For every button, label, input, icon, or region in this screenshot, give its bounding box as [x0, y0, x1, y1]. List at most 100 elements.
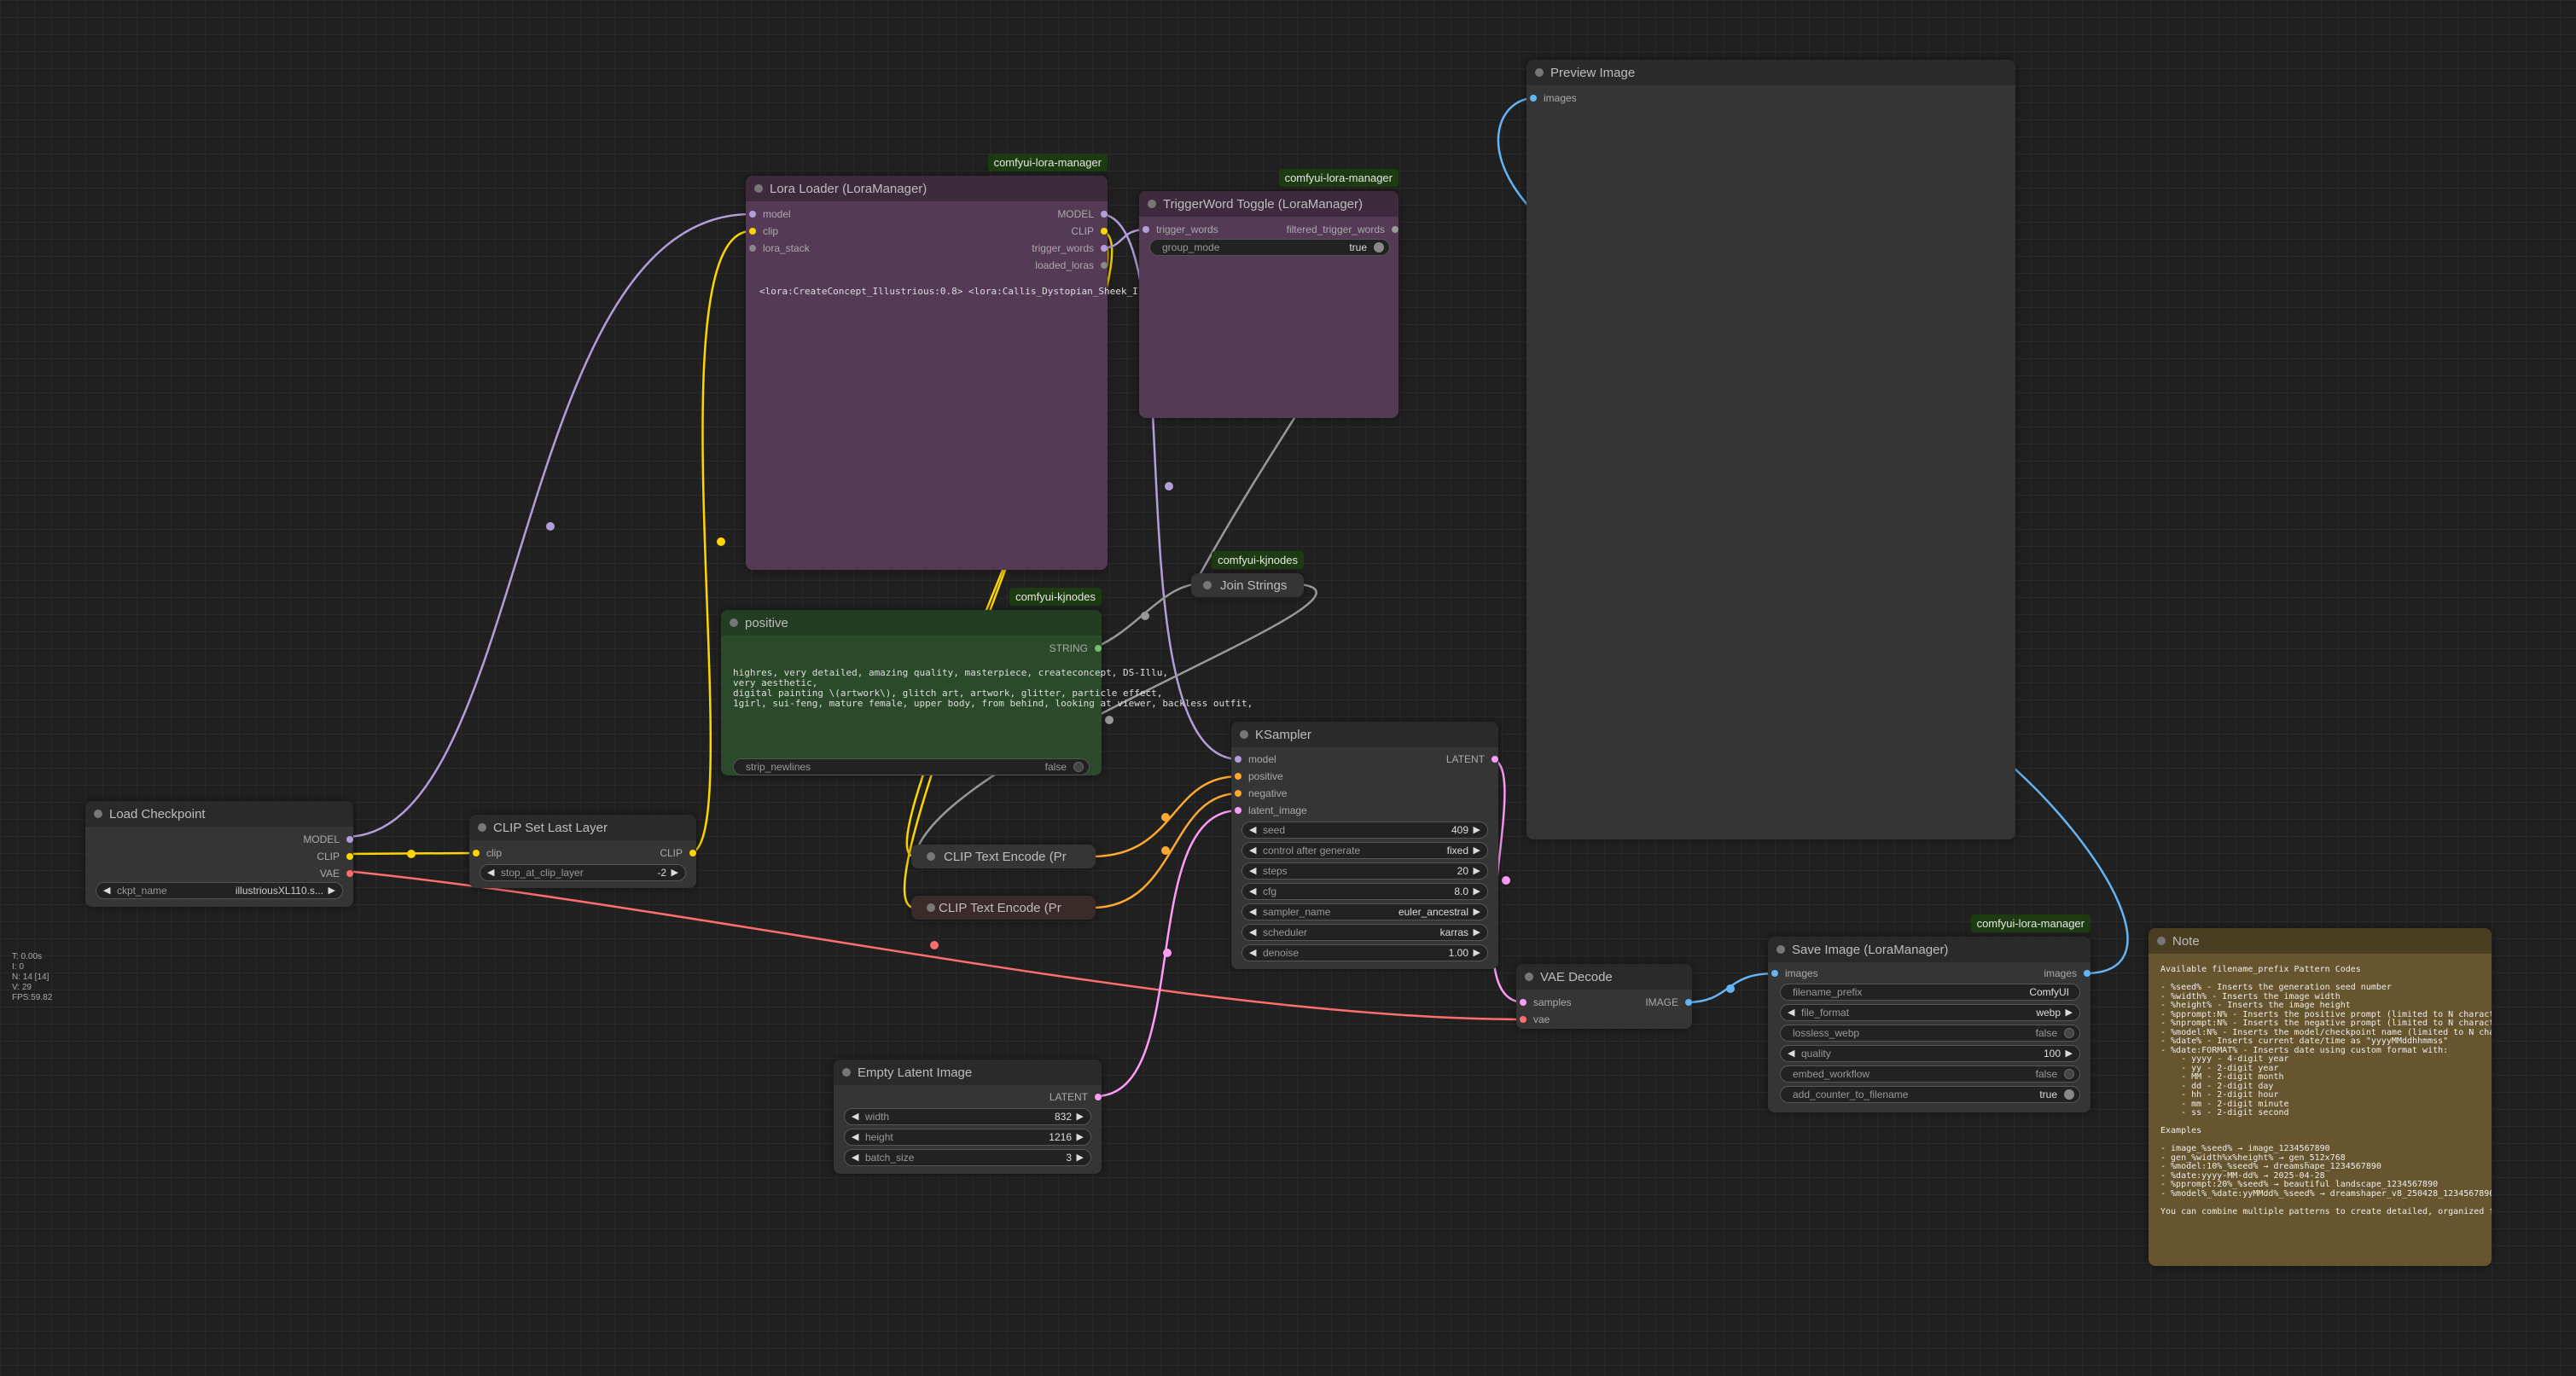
arrow-left-icon[interactable]: ◀ [1249, 845, 1257, 856]
arrow-right-icon[interactable]: ▶ [2065, 1007, 2073, 1018]
image-pin-icon[interactable] [1771, 970, 1778, 977]
output-latent[interactable]: LATENT [1050, 1090, 1102, 1104]
collapse-dot-icon[interactable] [1240, 730, 1248, 739]
collapse-dot-icon[interactable] [754, 184, 763, 193]
image-pin-icon[interactable] [1685, 999, 1692, 1006]
string-pin-icon[interactable] [1392, 226, 1398, 233]
node-header[interactable] [721, 610, 1102, 636]
arrow-left-icon[interactable]: ◀ [1249, 866, 1257, 876]
node-clip-set-last-layer[interactable]: CLIP Set Last Layer clip CLIP ◀ stop_at_… [469, 815, 696, 888]
conditioning-pin-icon[interactable] [1235, 790, 1241, 797]
clip-pin-icon[interactable] [689, 850, 696, 856]
arrow-right-icon[interactable]: ▶ [1473, 948, 1480, 958]
node-lora-loader[interactable]: comfyui-lora-manager Lora Loader (LoraMa… [746, 154, 1229, 570]
collapse-dot-icon[interactable] [730, 618, 738, 627]
toggle-knob-icon[interactable] [1374, 242, 1384, 253]
collapse-dot-icon[interactable] [927, 852, 935, 861]
vae-pin-icon[interactable] [346, 870, 353, 877]
node-clip-text-encode-1[interactable]: CLIP Text Encode (Pr [911, 845, 1096, 868]
arrow-right-icon[interactable]: ▶ [1473, 845, 1480, 856]
output-model[interactable]: MODEL [1057, 207, 1108, 221]
arrow-right-icon[interactable]: ▶ [671, 868, 678, 878]
node-triggerword-toggle[interactable]: comfyui-lora-manager TriggerWord Toggle … [1139, 169, 1398, 418]
node-clip-text-encode-2[interactable]: CLIP Text Encode (Pr [911, 896, 1096, 920]
collapse-dot-icon[interactable] [927, 903, 935, 912]
clip-pin-icon[interactable] [346, 853, 353, 860]
latent-pin-icon[interactable] [1095, 1094, 1102, 1100]
toggle-knob-icon[interactable] [2064, 1028, 2074, 1038]
arrow-left-icon[interactable]: ◀ [1249, 927, 1257, 938]
arrow-right-icon[interactable]: ▶ [1076, 1152, 1084, 1163]
node-header[interactable] [834, 1060, 1102, 1085]
input-images[interactable]: images [1530, 91, 1577, 105]
collapse-dot-icon[interactable] [1148, 200, 1156, 208]
model-pin-icon[interactable] [1235, 756, 1241, 763]
arrow-left-icon[interactable]: ◀ [487, 868, 495, 878]
collapse-dot-icon[interactable] [1525, 972, 1533, 981]
output-clip[interactable]: CLIP [660, 846, 696, 860]
input-trigger-words[interactable]: trigger_words [1143, 223, 1218, 236]
toggle-knob-icon[interactable] [2064, 1089, 2074, 1100]
input-clip[interactable]: clip [473, 846, 502, 860]
input-negative[interactable]: negative [1235, 787, 1287, 800]
arrow-right-icon[interactable]: ▶ [1076, 1132, 1084, 1142]
toggle-knob-icon[interactable] [2064, 1069, 2074, 1079]
node-note[interactable]: Note Available filename_prefix Pattern C… [2149, 928, 2492, 1266]
lora-stack-pin-icon[interactable] [749, 245, 756, 252]
output-string[interactable]: STRING [1050, 642, 1102, 655]
collapse-dot-icon[interactable] [94, 810, 102, 818]
collapse-dot-icon[interactable] [2157, 937, 2166, 945]
prompt-text-input[interactable]: highres, very detailed, amazing quality,… [733, 667, 1253, 709]
collapse-dot-icon[interactable] [478, 823, 486, 832]
node-join-strings[interactable]: comfyui-kjnodes Join Strings [1191, 551, 1304, 597]
node-header[interactable] [85, 801, 353, 827]
vae-pin-icon[interactable] [1520, 1016, 1526, 1023]
arrow-left-icon[interactable]: ◀ [852, 1152, 859, 1163]
collapse-dot-icon[interactable] [1776, 945, 1785, 954]
node-save-image[interactable]: comfyui-lora-manager Save Image (LoraMan… [1768, 914, 2090, 1112]
input-model[interactable]: model [749, 207, 791, 221]
arrow-left-icon[interactable]: ◀ [1249, 907, 1257, 917]
arrow-left-icon[interactable]: ◀ [1788, 1007, 1795, 1018]
conditioning-pin-icon[interactable] [1235, 773, 1241, 780]
input-lora-stack[interactable]: lora_stack [749, 241, 810, 255]
input-clip[interactable]: clip [749, 224, 778, 238]
output-vae[interactable]: VAE [320, 867, 353, 880]
latent-pin-icon[interactable] [1235, 807, 1241, 814]
clip-pin-icon[interactable] [749, 228, 756, 235]
ckpt-name-combo[interactable]: ◀ ckpt_name illustriousXL110.s... ▶ [96, 882, 343, 899]
node-ksampler[interactable]: KSampler model positive negative latent_… [1231, 722, 1498, 969]
arrow-right-icon[interactable]: ▶ [1473, 907, 1480, 917]
output-clip[interactable]: CLIP [1071, 224, 1108, 238]
string-pin-icon[interactable] [1101, 262, 1108, 269]
string-pin-icon[interactable] [1143, 226, 1149, 233]
arrow-right-icon[interactable]: ▶ [1473, 886, 1480, 897]
input-latent-image[interactable]: latent_image [1235, 804, 1307, 817]
node-preview-image[interactable]: Preview Image images [1526, 60, 2015, 839]
arrow-right-icon[interactable]: ▶ [1473, 866, 1480, 876]
node-header[interactable] [1768, 937, 2090, 962]
input-positive[interactable]: positive [1235, 769, 1283, 783]
group-mode-toggle[interactable]: group_mode true [1149, 239, 1390, 256]
input-model[interactable]: model [1235, 752, 1276, 766]
stop-at-clip-layer-field[interactable]: ◀ stop_at_clip_layer -2 ▶ [480, 864, 686, 881]
output-filtered-trigger-words[interactable]: filtered_trigger_words [1287, 223, 1398, 236]
input-vae[interactable]: vae [1520, 1013, 1550, 1026]
toggle-knob-icon[interactable] [1073, 762, 1084, 772]
node-header[interactable] [2149, 928, 2492, 954]
node-header[interactable] [1526, 60, 2015, 85]
node-header[interactable] [1516, 964, 1692, 990]
arrow-left-icon[interactable]: ◀ [1249, 825, 1257, 835]
image-pin-icon[interactable] [2084, 970, 2090, 977]
arrow-right-icon[interactable]: ▶ [1076, 1112, 1084, 1122]
output-model[interactable]: MODEL [303, 833, 353, 846]
node-load-checkpoint[interactable]: Load Checkpoint MODEL CLIP VAE ◀ ckpt_na… [85, 801, 353, 907]
arrow-left-icon[interactable]: ◀ [1249, 886, 1257, 897]
